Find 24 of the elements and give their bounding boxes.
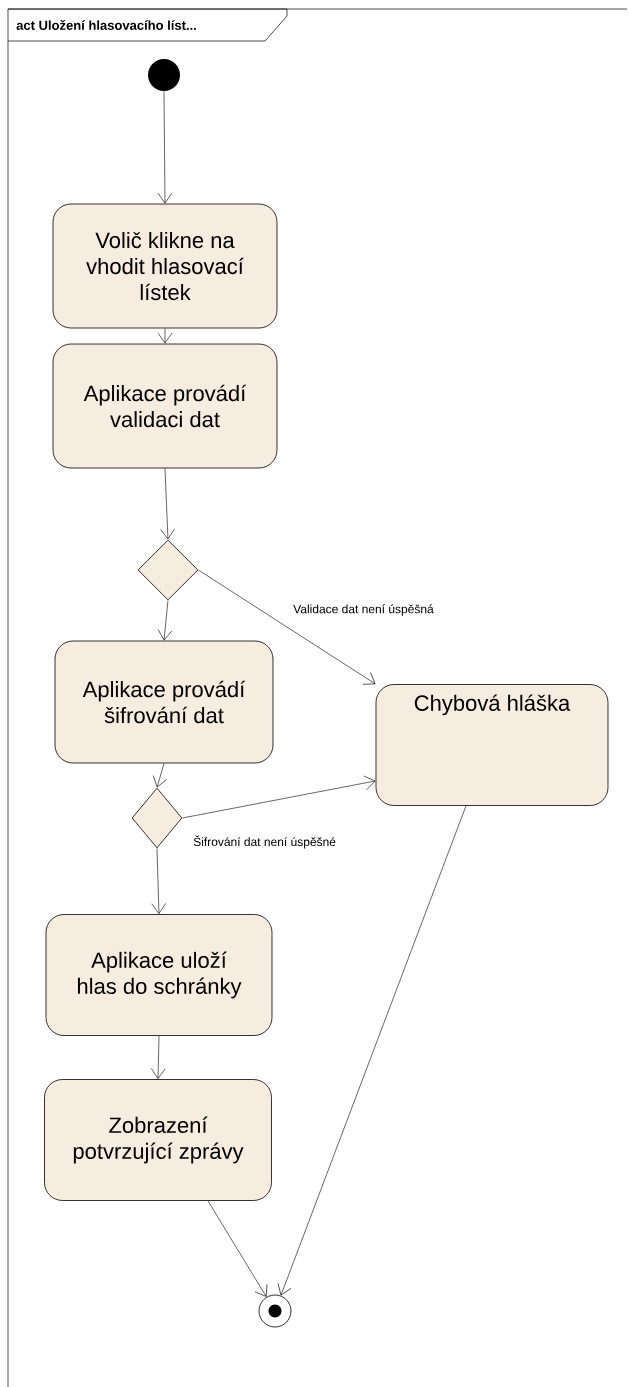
action-box: Volič klikne na vhodit hlasovací lístek xyxy=(52,203,278,329)
arrow xyxy=(182,775,376,819)
arrow xyxy=(157,600,173,641)
initial-node xyxy=(148,59,180,91)
arrow xyxy=(198,569,376,685)
final-node xyxy=(258,1294,292,1328)
action-box: Aplikace provádí šifrování dat xyxy=(54,640,274,764)
arrow xyxy=(150,1035,166,1079)
action-box: Chybová hláška xyxy=(375,684,609,806)
arrow xyxy=(207,1200,268,1297)
action-box: Zobrazení potvrzující zprávy xyxy=(44,1079,272,1201)
decision-diamond xyxy=(131,787,183,849)
arrow xyxy=(160,468,175,540)
arrow xyxy=(157,90,173,204)
arrow xyxy=(152,763,167,788)
edge-label: Šifrování dat není úspěšné xyxy=(192,834,337,850)
arrow xyxy=(277,805,467,1296)
arrow xyxy=(157,328,173,344)
edge-label: Validace dat není úspěšná xyxy=(292,603,435,617)
decision-diamond xyxy=(137,539,199,601)
frame-title: act Uložení hlasovacího líst... xyxy=(7,8,288,42)
action-box: Aplikace uloží hlas do schránky xyxy=(45,914,273,1036)
action-box: Aplikace provádí validaci dat xyxy=(52,343,278,469)
arrow xyxy=(151,848,166,914)
